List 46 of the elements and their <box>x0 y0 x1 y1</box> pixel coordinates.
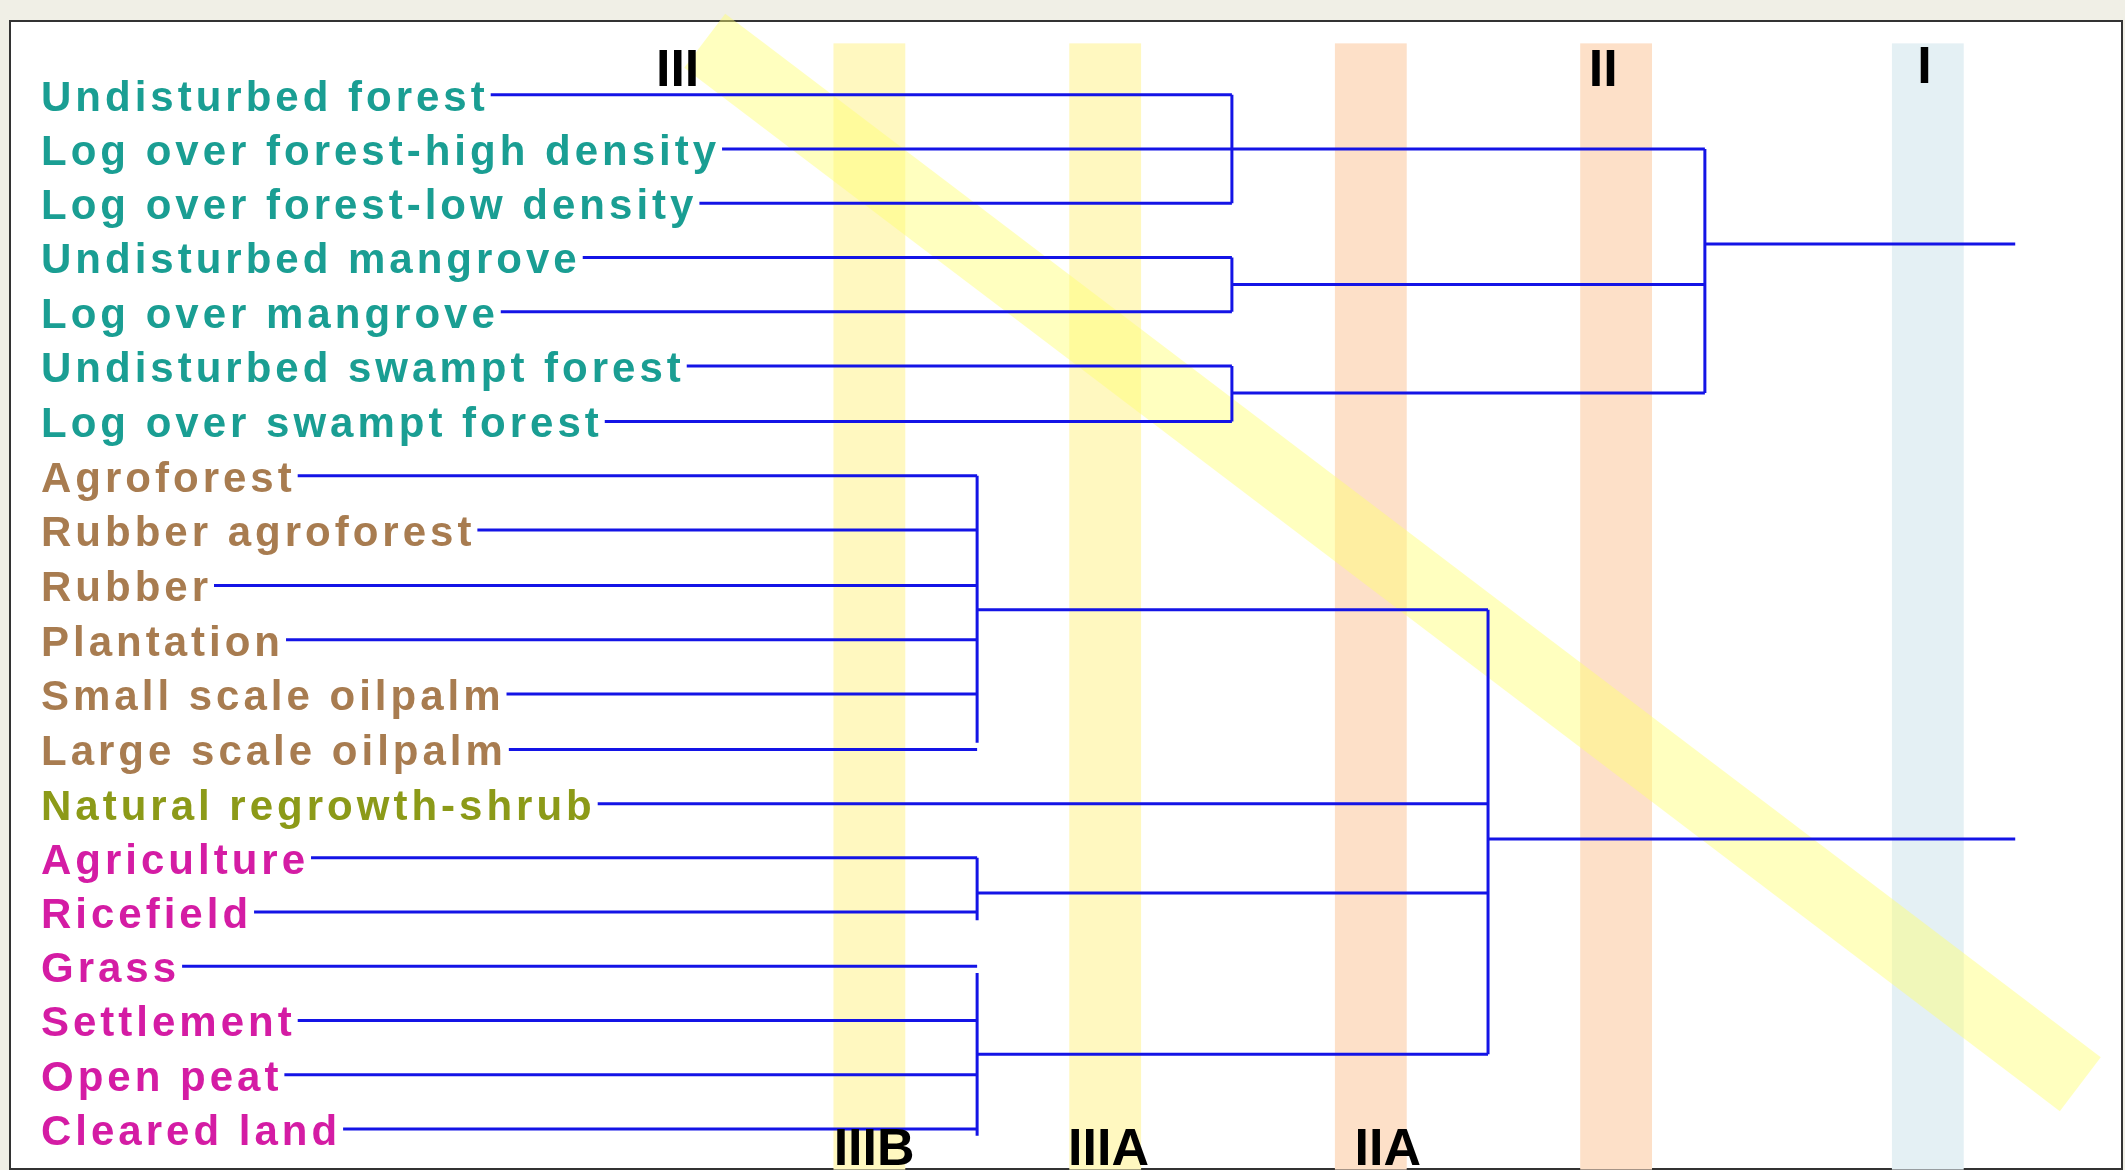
category-label: Log over forest-high density <box>41 130 721 173</box>
dendrogram-branch <box>686 364 1232 368</box>
category-label: Agroforest <box>41 456 296 499</box>
dendrogram-branch <box>582 256 1232 259</box>
dendrogram-branch <box>284 1073 978 1077</box>
category-label: Large scale oilpalm <box>41 730 507 773</box>
category-label: Rubber agroforest <box>41 510 476 553</box>
cluster-label: IIIB <box>833 1120 915 1170</box>
dendrogram-branch <box>214 583 978 587</box>
dendrogram-branch <box>604 420 1232 423</box>
cluster-label: IIIA <box>1068 1120 1149 1170</box>
dendrogram-branch <box>722 147 1232 151</box>
dendrogram-branch <box>477 528 978 532</box>
category-label: Cleared land <box>41 1109 342 1152</box>
dendrogram-branch <box>699 201 1232 205</box>
dendrogram-branch <box>508 747 978 751</box>
category-label: Undisturbed forest <box>41 75 489 118</box>
dendrogram-branch <box>182 964 978 968</box>
dendrogram-branch <box>297 1019 978 1022</box>
dendrogram-branch <box>297 474 978 478</box>
dendrogram-branch <box>286 638 978 642</box>
dendrogram-branch <box>597 802 1489 806</box>
cluster-label: I <box>1917 39 1932 92</box>
category-label: Small scale oilpalm <box>41 674 505 717</box>
dendrogram-branch <box>343 1127 978 1131</box>
category-label: Rubber <box>41 566 212 609</box>
cluster-label: II <box>1588 41 1618 94</box>
cluster-label: III <box>655 41 700 94</box>
category-label: Log over forest-low density <box>41 184 698 227</box>
category-label: Plantation <box>41 620 284 663</box>
category-label: Grass <box>41 947 181 990</box>
category-label: Log over swampt forest <box>41 402 603 445</box>
cluster-label: IIA <box>1354 1120 1421 1170</box>
dendrogram-branch <box>506 692 978 696</box>
category-label: Open peat <box>41 1055 283 1098</box>
category-label: Natural regrowth-shrub <box>41 784 596 827</box>
dendrogram-branch <box>500 310 1232 314</box>
category-label: Undisturbed mangrove <box>41 238 581 281</box>
category-label: Ricefield <box>41 893 253 936</box>
dendrogram-branch <box>311 856 978 860</box>
dendrogram-branch <box>490 93 1232 97</box>
category-label: Undisturbed swampt forest <box>41 346 685 389</box>
category-label: Agriculture <box>41 838 310 881</box>
category-label: Settlement <box>41 1001 296 1044</box>
dendrogram-branch <box>254 910 978 914</box>
category-label: Log over mangrove <box>41 292 499 335</box>
